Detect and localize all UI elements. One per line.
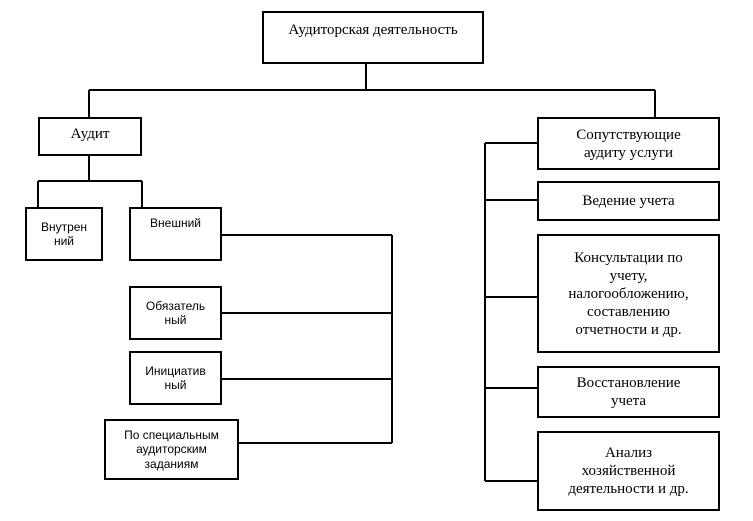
- internal-audit-label: Внутрен ний: [40, 219, 88, 248]
- accounting-label: Ведение учета: [582, 193, 675, 209]
- audit-label: Аудит: [70, 126, 110, 142]
- root-label: Аудиторская деятельность: [288, 22, 458, 38]
- related-services-box: Сопутствующие аудиту услуги: [537, 117, 720, 170]
- internal-audit-box: Внутрен ний: [25, 207, 103, 261]
- related-services-label: Сопутствующие аудиту услуги: [576, 126, 681, 161]
- analysis-box: Анализ хозяйственной деятельности и др.: [537, 431, 720, 511]
- initiative-audit-label: Инициатив ный: [145, 363, 206, 392]
- special-assignments-label: По специальным аудиторским заданиям: [124, 427, 219, 471]
- mandatory-audit-box: Обязатель ный: [129, 286, 222, 340]
- external-audit-box: Внешний: [129, 207, 222, 261]
- audit-box: Аудит: [38, 117, 142, 156]
- external-audit-label: Внешний: [150, 216, 201, 230]
- consulting-box: Консультации по учету, налогообложению, …: [537, 234, 720, 353]
- special-assignments-box: По специальным аудиторским заданиям: [104, 419, 239, 480]
- initiative-audit-box: Инициатив ный: [129, 351, 222, 405]
- accounting-box: Ведение учета: [537, 181, 720, 221]
- consulting-label: Консультации по учету, налогообложению, …: [568, 249, 689, 338]
- root-box: Аудиторская деятельность: [262, 11, 484, 64]
- analysis-label: Анализ хозяйственной деятельности и др.: [568, 445, 689, 497]
- mandatory-audit-label: Обязатель ный: [145, 298, 206, 327]
- restoration-label: Восстановление учета: [576, 375, 681, 409]
- restoration-box: Восстановление учета: [537, 366, 720, 418]
